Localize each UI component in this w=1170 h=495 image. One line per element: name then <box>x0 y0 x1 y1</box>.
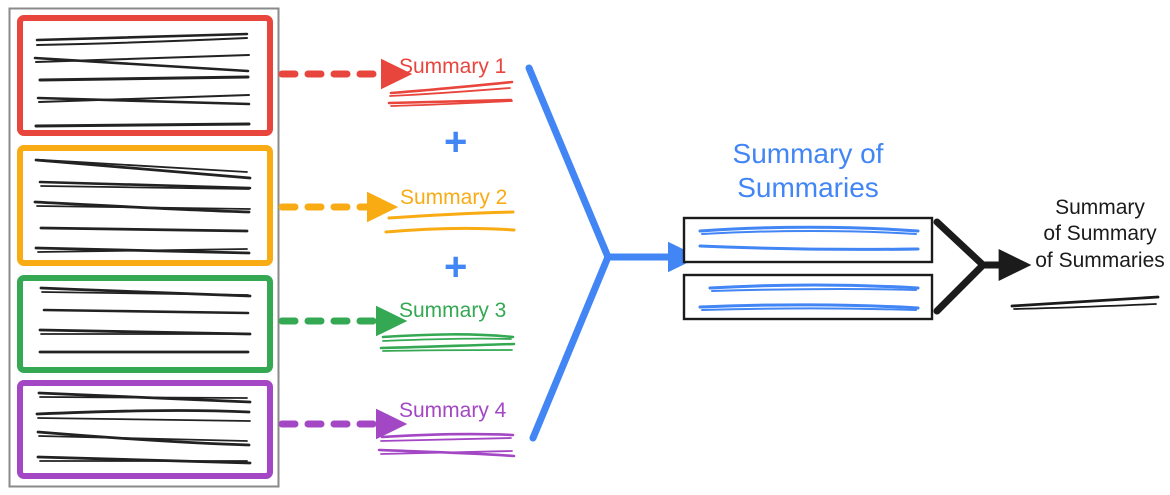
final-title-line-2: of Summary <box>1043 222 1157 246</box>
black-merge-connector <box>933 218 1032 315</box>
summary-2-scribble <box>384 210 516 234</box>
final-title-line-3: of Summaries <box>1035 248 1165 272</box>
scribble-lines-orange-group <box>33 158 252 255</box>
final-title-line-1: Summary <box>1055 196 1145 219</box>
group-border-red <box>17 15 273 136</box>
summary-3-label: Summary 3 <box>399 299 507 322</box>
document-group-red[interactable] <box>17 15 273 136</box>
sos-title-line-1: Summary of <box>732 138 884 169</box>
sos-box-1-scribble <box>698 225 920 251</box>
summary-3-scribble <box>379 333 516 352</box>
summary-of-summaries-title: Summary of Summaries <box>693 137 923 205</box>
sos-box-1[interactable] <box>682 216 934 264</box>
document-group-green[interactable] <box>17 275 273 373</box>
plus-operator-1: + <box>444 120 468 164</box>
document-group-orange[interactable] <box>17 145 273 266</box>
group-border-orange <box>17 145 273 266</box>
summary-1-scribble <box>387 80 514 107</box>
scribble-lines-red-group <box>33 32 251 128</box>
document-collection-border <box>8 7 280 488</box>
blue-merge-connector <box>525 64 700 442</box>
sos-box-2-scribble <box>698 283 920 311</box>
summary-4-scribble <box>377 432 516 458</box>
sos-box-2[interactable] <box>682 273 934 321</box>
group-border-purple <box>17 380 273 479</box>
summary-4-label: Summary 4 <box>399 399 507 422</box>
sos-title-line-2: Summaries <box>737 172 879 204</box>
summary-1-label: Summary 1 <box>399 55 507 78</box>
final-summary-scribble <box>1010 295 1160 310</box>
plus-operator-2: + <box>444 245 468 289</box>
scribble-lines-purple-group <box>35 391 252 465</box>
scribble-lines-green-group <box>38 286 252 354</box>
group-border-green <box>17 275 273 373</box>
document-group-purple[interactable] <box>17 380 273 479</box>
final-summary-title: Summary of Summary of Summaries <box>1005 195 1170 274</box>
summary-2-label: Summary 2 <box>400 186 508 209</box>
